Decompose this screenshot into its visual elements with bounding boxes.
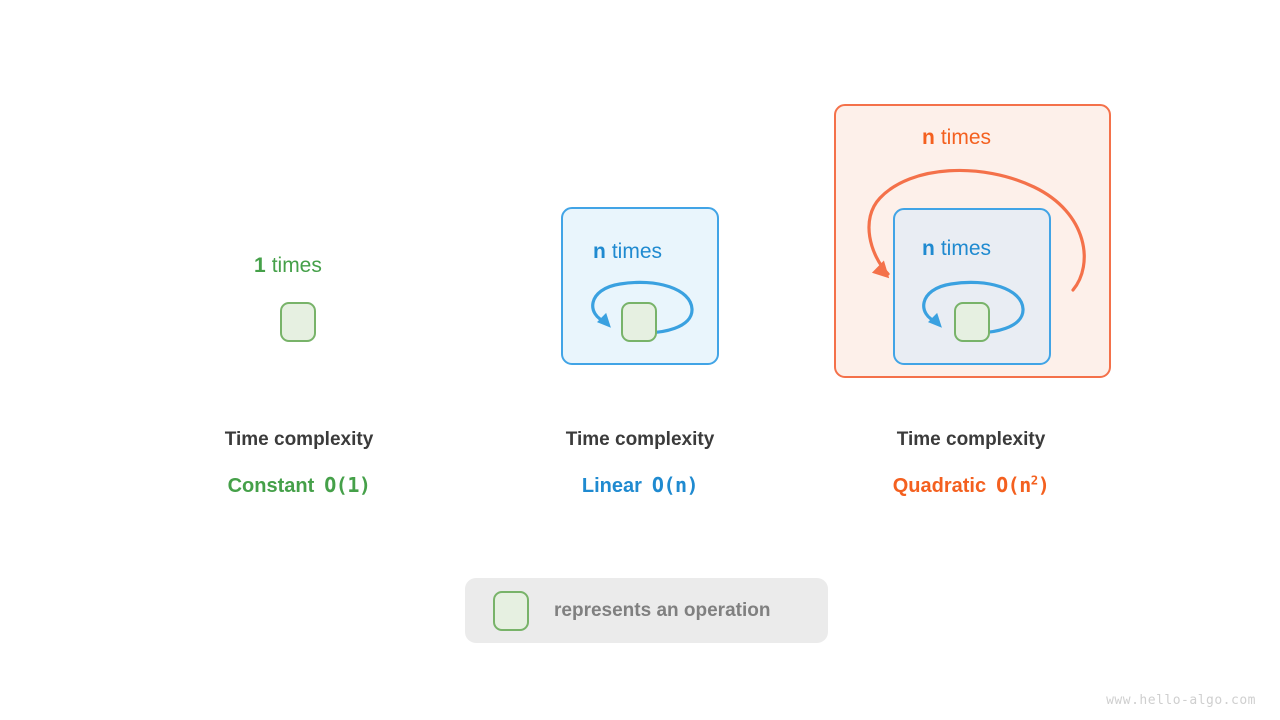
caption-linear: Time complexity Linear O(n): [480, 430, 800, 496]
quadratic-inner-loop-box: [893, 208, 1051, 365]
legend-text: represents an operation: [554, 599, 771, 621]
linear-count: n: [593, 240, 606, 263]
constant-count: 1: [254, 254, 266, 277]
complexity-name-quadratic: Quadratic: [892, 475, 987, 497]
big-o-quadratic-exponent: 2: [1030, 472, 1038, 488]
big-o-quadratic-head: O(n: [996, 473, 1031, 497]
operation-square-icon: [280, 302, 316, 342]
constant-times-word: times: [271, 254, 322, 277]
quadratic-outer-loop-arrow-icon: [867, 168, 1086, 292]
quadratic-outer-times-word: times: [940, 126, 992, 149]
quadratic-inner-loop-arrow-icon: [922, 280, 1025, 335]
quadratic-inner-times-word: times: [940, 237, 992, 260]
caption-value-linear: Linear O(n): [480, 475, 800, 496]
caption-title-quadratic: Time complexity: [896, 429, 1046, 450]
operation-square-icon: [621, 302, 657, 342]
quadratic-inner-count: n: [922, 237, 935, 260]
big-o-constant: O(1): [324, 473, 371, 497]
complexity-name-linear: Linear: [581, 475, 642, 497]
big-o-linear: O(n): [651, 473, 699, 497]
caption-title-linear: Time complexity: [565, 429, 715, 450]
caption-constant: Time complexity Constant O(1): [139, 430, 459, 496]
caption-value-quadratic: Quadratic O(n2): [811, 472, 1131, 497]
caption-quadratic: Time complexity Quadratic O(n2): [811, 430, 1131, 496]
big-o-quadratic: O(n2): [996, 472, 1050, 497]
operation-square-icon: [493, 590, 529, 631]
complexity-name-constant: Constant: [227, 475, 315, 497]
quadratic-outer-count: n: [922, 126, 935, 149]
watermark: www.hello-algo.com: [1106, 693, 1256, 708]
legend-box: represents an operation: [465, 578, 828, 643]
caption-value-constant: Constant O(1): [139, 475, 459, 496]
caption-title-constant: Time complexity: [224, 429, 374, 450]
linear-loop-arrow-icon: [591, 280, 694, 335]
linear-times-word: times: [611, 240, 663, 263]
operation-square-icon: [954, 302, 990, 342]
big-o-quadratic-tail: ): [1037, 473, 1050, 497]
